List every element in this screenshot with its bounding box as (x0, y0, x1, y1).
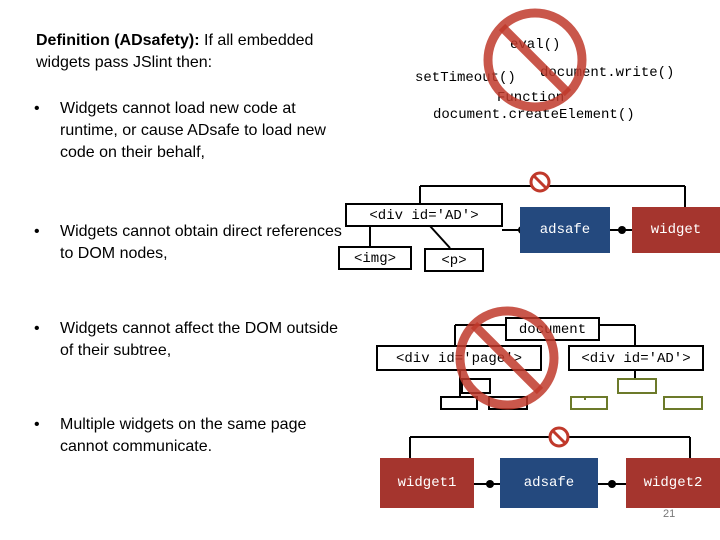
widget1-node: widget1 (380, 458, 474, 508)
subtree-node (663, 396, 703, 410)
code-document-write: document.write() (540, 65, 675, 81)
bullet-text: Widgets cannot obtain direct references … (60, 223, 342, 262)
adsafe-node: adsafe (520, 207, 610, 253)
blocked-link-icon (529, 171, 551, 193)
no-symbol-icon (455, 306, 559, 410)
definition-text: If all embedded widgets pass JSlint then… (36, 32, 314, 71)
dom-child-node (440, 396, 478, 410)
definition-title: Definition (ADsafety): (36, 32, 200, 49)
img-node: <img> (338, 246, 412, 270)
p-node: <p> (424, 248, 484, 272)
adsafe-node: adsafe (500, 458, 598, 508)
bullet-text: Multiple widgets on the same page cannot… (60, 416, 307, 455)
bullet-text: Widgets cannot load new code at runtime,… (60, 100, 326, 161)
page-number: 21 (663, 508, 676, 520)
bullet-text: Widgets cannot affect the DOM outside of… (60, 320, 339, 359)
subtree-node (570, 396, 608, 410)
no-symbol-icon (483, 8, 587, 112)
code-create-element: document.createElement() (433, 107, 635, 123)
definition: Definition (ADsafety): If all embedded w… (36, 30, 356, 74)
subtree-node (617, 378, 657, 394)
div-ad-node: <div id='AD'> (568, 345, 704, 371)
div-ad-node: <div id='AD'> (345, 203, 503, 227)
widget-node: widget (632, 207, 720, 253)
blocked-link-icon (548, 426, 570, 448)
widget2-node: widget2 (626, 458, 720, 508)
